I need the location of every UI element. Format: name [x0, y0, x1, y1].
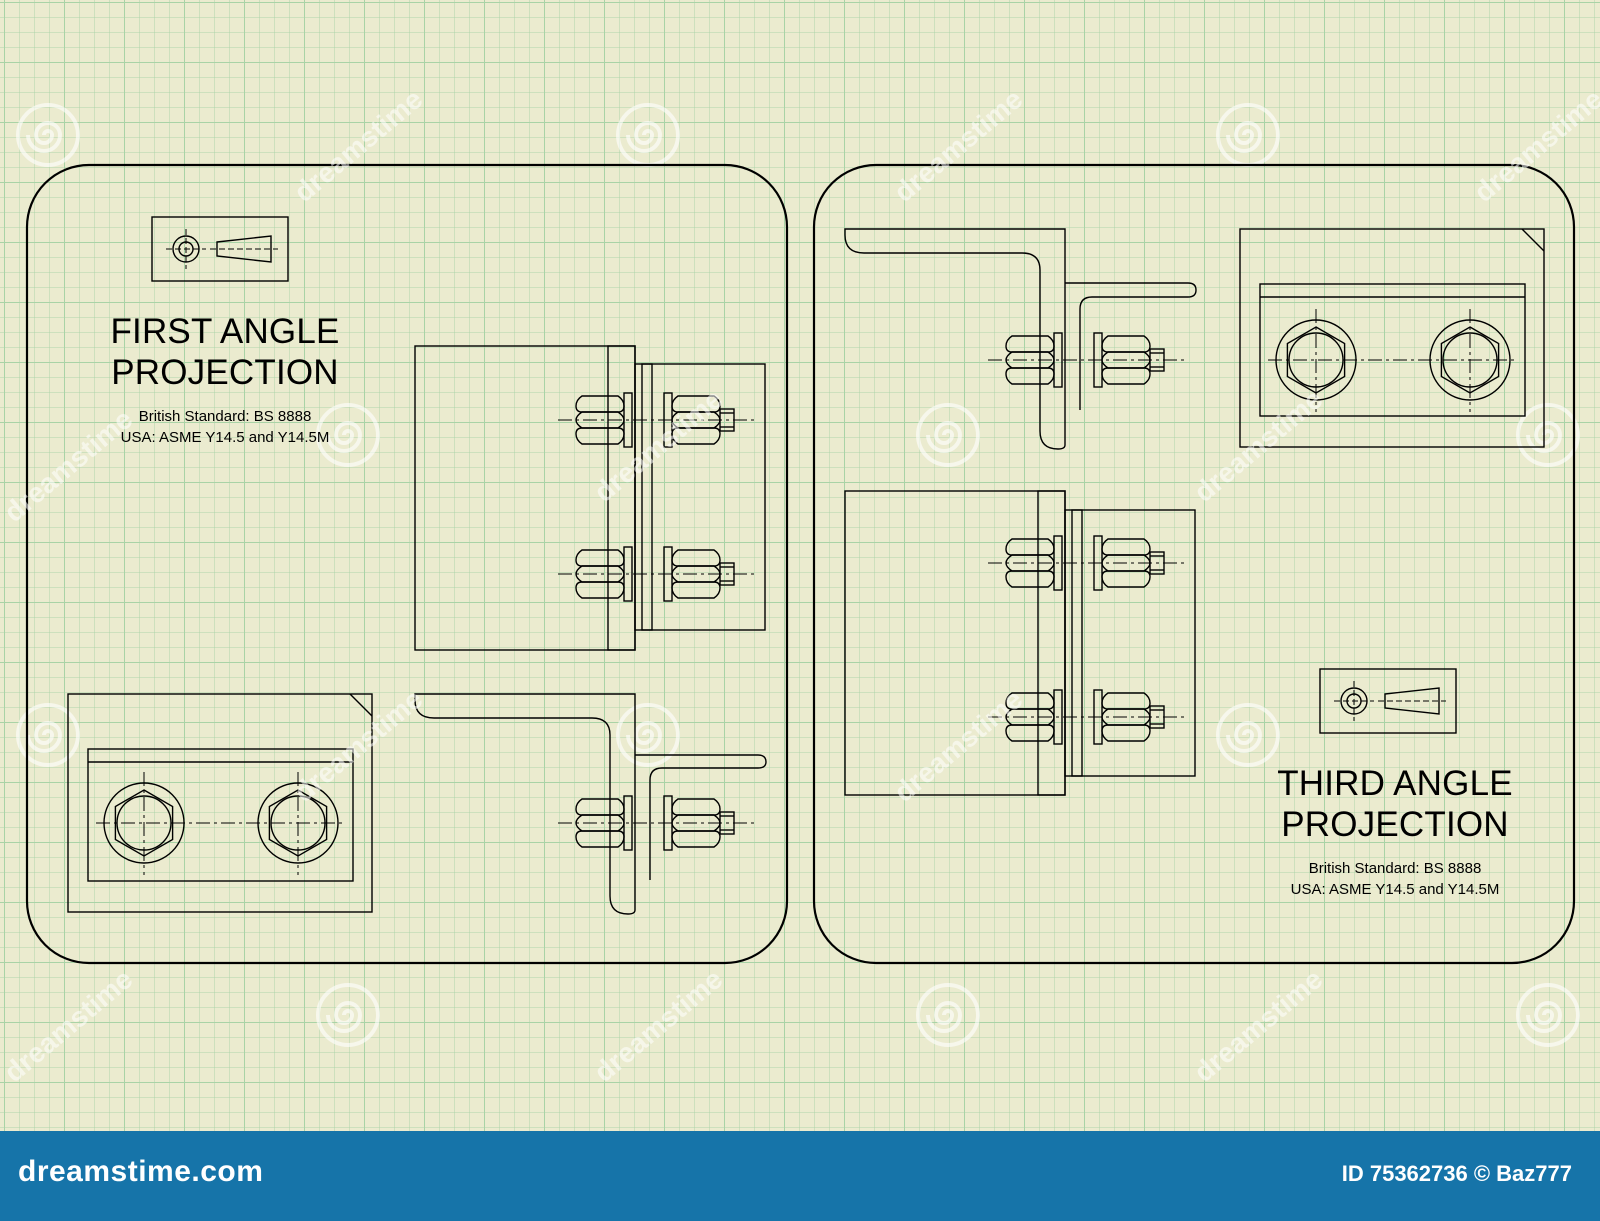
first-angle-title-line1: FIRST ANGLE: [110, 312, 340, 351]
footer-credit: ID 75362736 © Baz777: [1341, 1161, 1572, 1186]
third-angle-note-line1: British Standard: BS 8888: [1308, 860, 1482, 877]
first-angle-note-line2: USA: ASME Y14.5 and Y14.5M: [120, 429, 330, 446]
third-angle-standards-note: British Standard: BS 8888 USA: ASME Y14.…: [1265, 858, 1525, 900]
projection-drawing: [16, 103, 1580, 1047]
footer-bar: dreamstime.com ID 75362736 © Baz777: [0, 1131, 1600, 1221]
first-angle-front-view: [414, 345, 766, 651]
third-angle-title-line2: PROJECTION: [1281, 805, 1509, 844]
first-angle-symbol: [151, 216, 289, 282]
third-angle-title: THIRD ANGLE PROJECTION: [1255, 763, 1535, 845]
watermark-emblems: [16, 103, 1580, 1047]
third-angle-symbol: [1319, 668, 1457, 734]
first-angle-standards-note: British Standard: BS 8888 USA: ASME Y14.…: [95, 406, 355, 448]
third-angle-note-line2: USA: ASME Y14.5 and Y14.5M: [1290, 881, 1500, 898]
third-angle-title-line1: THIRD ANGLE: [1277, 764, 1513, 803]
third-angle-plan-view: [1239, 228, 1545, 448]
third-angle-panel-border: [812, 163, 1576, 965]
first-angle-end-view: [414, 693, 767, 915]
footer-brand: dreamstime.com: [18, 1155, 264, 1188]
first-angle-panel-border: [25, 163, 789, 965]
first-angle-title-line2: PROJECTION: [111, 353, 339, 392]
first-angle-note-line1: British Standard: BS 8888: [138, 408, 312, 425]
first-angle-plan-view: [67, 693, 373, 913]
third-angle-end-view: [844, 228, 1197, 450]
third-angle-front-view: [844, 490, 1196, 796]
first-angle-title: FIRST ANGLE PROJECTION: [90, 311, 360, 393]
